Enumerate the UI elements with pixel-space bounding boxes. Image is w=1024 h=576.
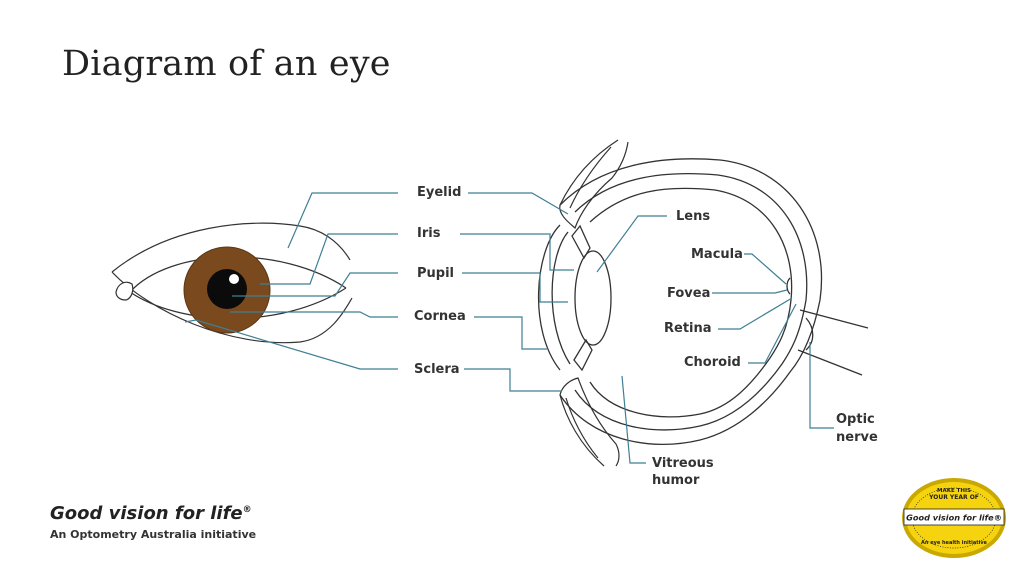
- leader-pupil-section: [462, 272, 568, 303]
- badge-bottom: An eye health initiative: [921, 540, 988, 546]
- optic-nerve-inner: [805, 317, 814, 351]
- cross-section: [537, 158, 869, 446]
- pupil-highlight: [229, 274, 239, 284]
- leader-choroid: [748, 303, 797, 364]
- label-fovea: Fovea: [667, 286, 711, 301]
- brand-subtitle: An Optometry Australia initiative: [50, 528, 257, 541]
- brand-name: Good vision for life®: [50, 503, 256, 524]
- brand-name-text: Good vision for life: [50, 503, 243, 524]
- label-vitreous-line1: Vitreous: [652, 456, 714, 471]
- optic-nerve-top: [799, 309, 869, 329]
- label-pupil: Pupil: [417, 266, 455, 281]
- badge-top-line1: MAKE THIS: [937, 488, 971, 494]
- leader-sclera-section: [464, 368, 562, 392]
- section-upper-eyelid-inner: [569, 146, 612, 209]
- leader-vitreous: [621, 375, 646, 464]
- leader-eyelid-section: [468, 192, 569, 215]
- brand-logo: Good vision for life® An Optometry Austr…: [50, 503, 256, 541]
- leader-lines: [184, 192, 834, 464]
- label-retina: Retina: [664, 321, 712, 336]
- label-eyelid: Eyelid: [417, 185, 462, 200]
- lens: [574, 250, 612, 346]
- retina-line: [589, 187, 793, 418]
- label-lens: Lens: [676, 209, 711, 224]
- tear-duct: [115, 281, 134, 301]
- iris-section-bottom: [573, 338, 593, 372]
- leader-sclera-front: [184, 319, 398, 370]
- leader-eyelid-front: [287, 192, 398, 249]
- cornea-inner: [551, 231, 571, 365]
- iris-section-top: [571, 224, 591, 260]
- page-title: Diagram of an eye: [62, 44, 391, 84]
- label-choroid: Choroid: [684, 355, 741, 370]
- leader-optic-nerve: [809, 342, 834, 429]
- macula-bracket: [786, 277, 791, 295]
- optic-nerve-bottom: [797, 349, 863, 376]
- section-eyelids: [559, 139, 629, 467]
- label-macula: Macula: [691, 247, 743, 262]
- label-vitreous-line2: humor: [652, 473, 700, 488]
- leader-iris-section: [460, 233, 574, 271]
- leader-retina: [718, 297, 793, 330]
- label-optic-nerve-line1: Optic: [836, 412, 875, 427]
- pupil: [207, 269, 247, 309]
- badge-top-line2: YOUR YEAR OF: [928, 494, 979, 501]
- label-optic-nerve-line2: nerve: [836, 430, 878, 445]
- label-iris: Iris: [417, 226, 441, 241]
- campaign-badge: MAKE THIS YOUR YEAR OF Good vision for l…: [902, 478, 1006, 558]
- leader-iris-front: [260, 233, 398, 285]
- badge-banner: [903, 508, 1005, 526]
- section-lower-eyelid-inner: [565, 397, 599, 459]
- section-lower-eyelid: [559, 377, 620, 467]
- leader-fovea: [712, 289, 788, 294]
- leader-cornea-front: [230, 311, 398, 318]
- leader-cornea-section: [474, 316, 548, 350]
- leader-macula: [744, 253, 787, 285]
- sclera-inner: [574, 173, 808, 431]
- sclera-outer: [559, 158, 823, 446]
- section-upper-eyelid: [559, 139, 629, 230]
- leader-pupil-front: [232, 272, 398, 297]
- leader-lens: [596, 215, 667, 273]
- label-cornea: Cornea: [414, 309, 466, 324]
- brand-mark: ®: [242, 505, 252, 515]
- cornea-outer: [537, 224, 561, 371]
- front-eyelid-upper: [111, 222, 351, 273]
- label-sclera: Sclera: [414, 362, 460, 377]
- badge-center: Good vision for life®: [906, 513, 1002, 523]
